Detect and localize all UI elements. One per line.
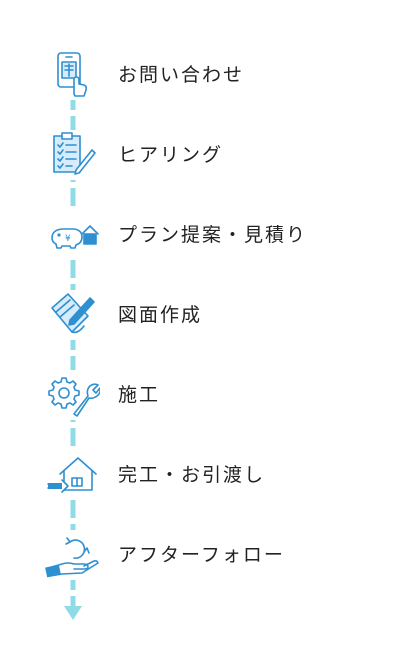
- hand-care-icon: [44, 530, 100, 580]
- step-label: アフターフォロー: [118, 544, 285, 566]
- gear-wrench-icon: [44, 370, 100, 420]
- step-label: 図面作成: [118, 304, 203, 326]
- step-label: プラン提案・見積り: [118, 224, 308, 246]
- blueprint-pen-icon: [44, 290, 100, 340]
- step-after-follow: アフターフォロー: [44, 530, 364, 580]
- house-handover-icon: [44, 450, 100, 500]
- step-label: 完工・お引渡し: [118, 464, 266, 486]
- svg-text:¥: ¥: [65, 234, 71, 244]
- step-hearing: ヒアリング: [44, 130, 364, 180]
- step-construction: 施工: [44, 370, 364, 420]
- step-label: ヒアリング: [118, 144, 224, 166]
- phone-tap-icon: [44, 50, 100, 100]
- step-label: 施工: [118, 384, 161, 406]
- step-inquiry: お問い合わせ: [44, 50, 364, 100]
- step-plan-estimate: ¥ プラン提案・見積り: [44, 210, 364, 260]
- step-label: お問い合わせ: [118, 64, 245, 86]
- flow-end-arrow-icon: [62, 604, 84, 622]
- step-completion-handover: 完工・お引渡し: [44, 450, 364, 500]
- piggy-bank-house-icon: ¥: [44, 210, 100, 260]
- step-drawing: 図面作成: [44, 290, 364, 340]
- clipboard-checklist-icon: [44, 130, 100, 180]
